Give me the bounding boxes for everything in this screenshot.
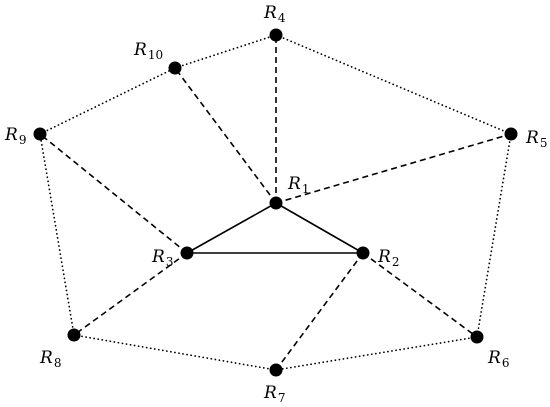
node-label-subscript: 7	[278, 391, 286, 405]
node-r2	[356, 246, 370, 260]
node-r8	[67, 328, 81, 342]
node-r7	[269, 363, 283, 377]
edge-r8-r9	[39, 133, 75, 336]
node-label-base: R	[287, 174, 301, 194]
node-label-base: R	[39, 348, 53, 368]
edge-r9-r10	[39, 67, 176, 135]
node-label-subscript: 5	[540, 136, 548, 150]
node-label-base: R	[377, 247, 391, 267]
node-label-base: R	[4, 125, 18, 145]
node-label-base: R	[133, 40, 147, 60]
node-label-r6: R6	[487, 348, 509, 370]
node-label-base: R	[487, 348, 501, 368]
node-label-subscript: 9	[19, 133, 27, 147]
edge-r2-r7	[275, 252, 364, 371]
edge-r1-r2	[275, 202, 364, 254]
edge-r1-r5	[275, 133, 512, 204]
node-r6	[470, 330, 484, 344]
edge-r2-r6	[362, 252, 478, 338]
node-r1	[269, 196, 283, 210]
edge-r1-r10	[174, 67, 277, 204]
node-label-base: R	[263, 383, 277, 403]
node-r10	[168, 61, 182, 75]
node-r5	[504, 127, 518, 141]
edge-r7-r8	[73, 334, 277, 371]
node-label-base: R	[263, 3, 277, 23]
node-label-r8: R8	[39, 348, 61, 370]
node-label-r4: R4	[263, 3, 286, 25]
node-label-r2: R2	[377, 247, 399, 269]
nodes-layer	[33, 28, 518, 377]
node-label-r7: R7	[263, 383, 285, 405]
node-label-r1: R1	[287, 174, 309, 196]
node-label-base: R	[525, 128, 539, 148]
edge-r4-r5	[275, 34, 512, 135]
node-label-r9: R9	[4, 125, 26, 147]
edge-r3-r9	[39, 133, 188, 254]
edges-layer	[39, 34, 512, 371]
edge-r10-r4	[174, 34, 277, 69]
edge-r3-r1	[186, 202, 277, 254]
node-r9	[33, 127, 47, 141]
node-label-subscript: 10	[148, 48, 163, 62]
edge-r3-r8	[73, 252, 188, 336]
node-label-r10: R10	[133, 40, 163, 62]
node-label-subscript: 8	[54, 356, 62, 370]
node-r3	[180, 246, 194, 260]
edge-r6-r7	[275, 336, 478, 371]
edge-r5-r6	[476, 133, 512, 338]
node-label-subscript: 3	[166, 255, 174, 269]
node-label-base: R	[151, 247, 165, 267]
node-label-subscript: 6	[502, 356, 510, 370]
node-label-subscript: 2	[392, 255, 400, 269]
node-label-subscript: 1	[302, 182, 310, 196]
node-label-subscript: 4	[278, 11, 286, 25]
node-label-r3: R3	[151, 247, 173, 269]
node-label-r5: R5	[525, 128, 547, 150]
node-r4	[269, 28, 283, 42]
